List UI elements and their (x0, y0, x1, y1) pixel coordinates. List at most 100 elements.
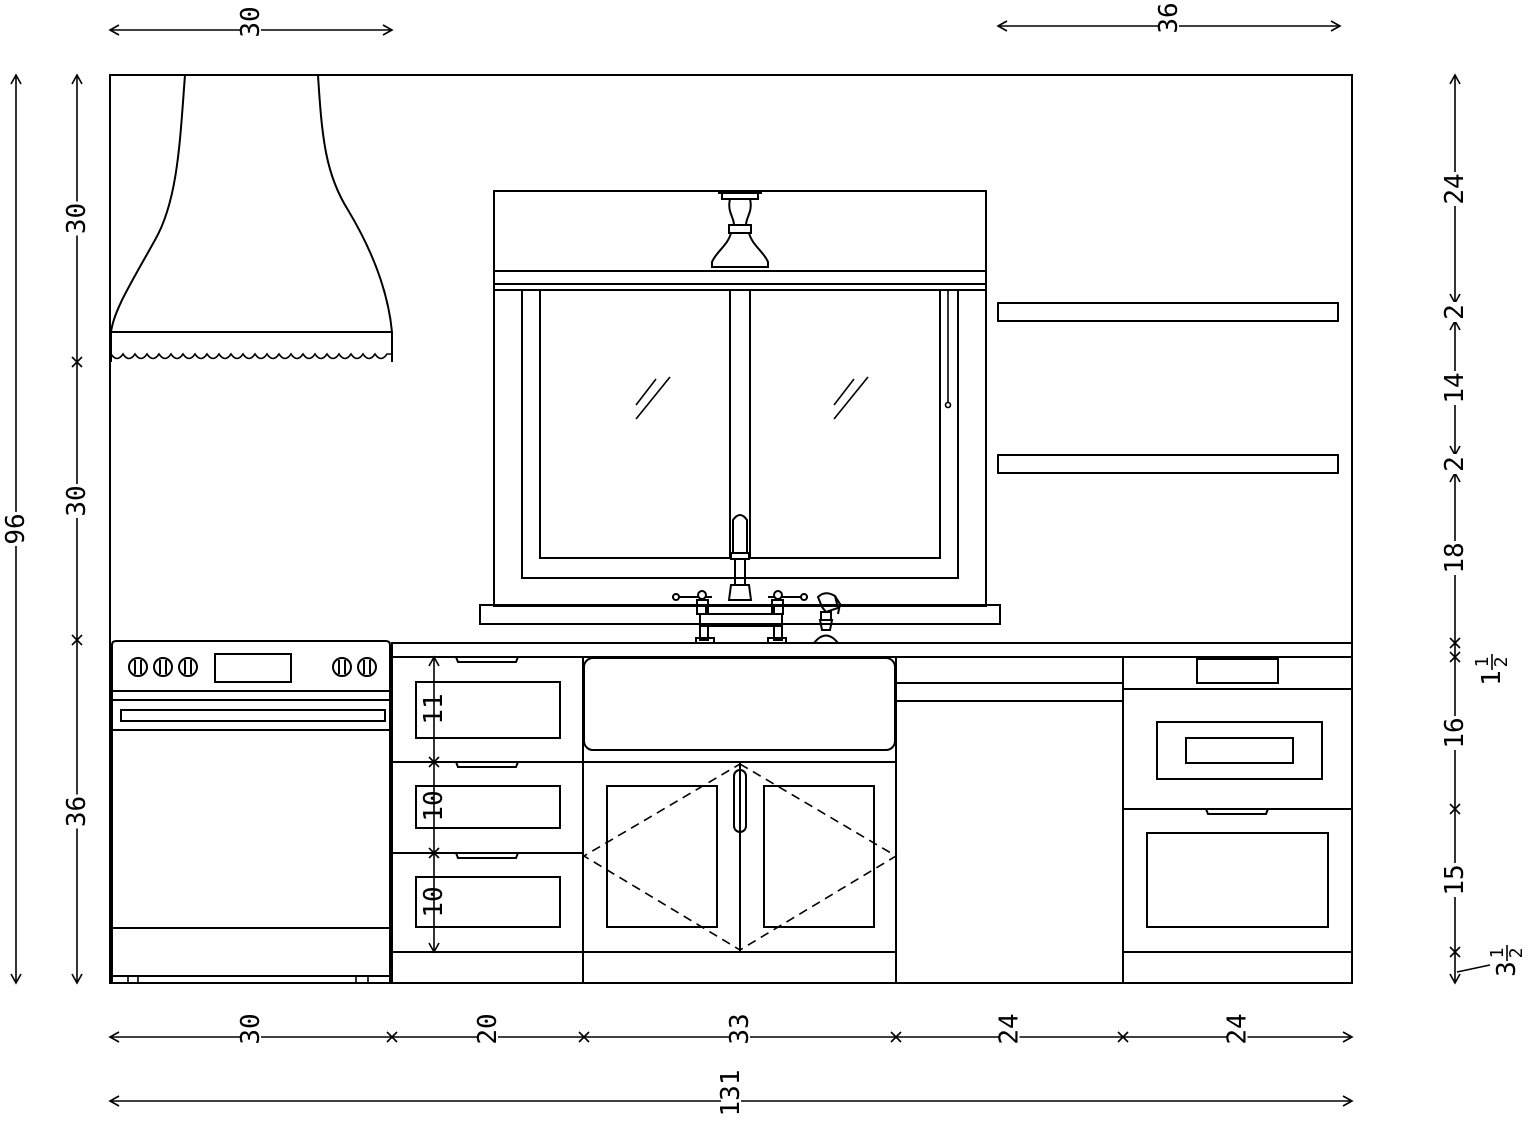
dim-top-left-top-left: 30 (236, 6, 266, 37)
dim-right-toe-whole: 3 (1492, 961, 1522, 977)
dim-right-counter-denominator: 2 (1491, 657, 1512, 668)
oven-handle (1205, 808, 1269, 815)
sink-door-right (763, 785, 875, 928)
dim-left-total-left-total: 96 (1, 513, 31, 544)
dim-bottom-bottom-dishwasher: 24 (995, 1013, 1025, 1044)
label-mask (62, 484, 92, 518)
dim-bottom-bottom-drawers: 20 (473, 1013, 503, 1044)
arrowhead (1449, 973, 1461, 985)
dim-right-toe-denominator: 2 (1506, 948, 1527, 959)
range-stove (111, 640, 391, 984)
dim-right-counter-whole: 1 (1477, 670, 1507, 686)
dim-right-counter: 112 (1472, 654, 1512, 686)
dim-right-shelf-a: 2 (1440, 304, 1470, 320)
leader-line (1456, 964, 1491, 973)
dim-right-upper-oven: 16 (1440, 717, 1470, 748)
dim-right-top: 24 (1440, 173, 1470, 204)
label-mask (1440, 371, 1470, 405)
label-mask (1440, 863, 1470, 897)
arrowhead (108, 24, 120, 36)
arrowhead (428, 942, 440, 954)
drawer-pull-2 (455, 761, 519, 768)
dim-drawer-1: 11 (419, 693, 449, 724)
label-mask (1440, 302, 1470, 322)
drawer-cabinet (391, 656, 584, 984)
dim-drawer-2: 10 (419, 790, 449, 821)
label-mask (999, 1022, 1020, 1052)
dim-right-shelf-b: 2 (1440, 456, 1470, 472)
dimension-tick (1449, 946, 1461, 958)
dim-right-gap-a: 14 (1440, 372, 1470, 403)
dim-left-left-lower: 36 (62, 796, 92, 827)
shelf-upper (997, 302, 1339, 322)
drawer-pull-3 (455, 852, 519, 859)
apron-sink (583, 657, 896, 751)
label-mask (730, 1022, 750, 1052)
oven-control-panel (1196, 658, 1279, 684)
label-mask (1159, 11, 1179, 41)
dim-right-lower-oven: 15 (1440, 864, 1470, 895)
label-mask (62, 794, 92, 829)
label-mask (478, 1022, 498, 1052)
drawer-pull-1 (455, 656, 519, 663)
dimension-tick (1449, 651, 1461, 663)
label-mask (721, 1086, 741, 1116)
label-mask (241, 1022, 261, 1052)
dishwasher (895, 656, 1124, 984)
dimension-tick (578, 1031, 590, 1043)
arrowhead (71, 973, 83, 985)
dim-drawer-3: 10 (419, 886, 449, 917)
arrowhead (996, 20, 1008, 32)
dim-right-gap-b: 18 (1440, 542, 1470, 573)
dimension-tick (1449, 637, 1461, 649)
arrowhead (382, 24, 394, 36)
dim-right-toe: 3 12 (1487, 945, 1527, 977)
label-mask (1440, 172, 1470, 206)
arrowhead (1330, 20, 1342, 32)
range-hood (110, 74, 393, 362)
sink-door-left (606, 785, 718, 928)
dimension-tick (71, 634, 83, 646)
microwave-window (1185, 737, 1294, 764)
drawer-front-2 (415, 785, 561, 829)
arrowhead (10, 73, 22, 85)
dim-bottom-bottom-sink: 33 (725, 1013, 755, 1044)
arrowhead (10, 973, 22, 985)
dimension-tick (890, 1031, 902, 1043)
sink-door-handle (733, 769, 747, 833)
dim-bottom-bottom-range: 30 (236, 1013, 266, 1044)
label-mask (241, 15, 261, 45)
wall-oven-window (1146, 832, 1329, 928)
dim-bottom-bottom-oven: 24 (1223, 1013, 1253, 1044)
dim-left-left-middle: 30 (62, 485, 92, 516)
dim-bottom-total-bottom-total: 131 (716, 1070, 746, 1117)
label-mask (1440, 716, 1470, 750)
range-knobs (128, 657, 377, 677)
dimension-tick (1117, 1031, 1129, 1043)
microwave (1156, 721, 1323, 780)
label-mask (1440, 541, 1470, 575)
dimension-tick (428, 756, 440, 768)
dim-left-left-upper: 30 (62, 203, 92, 234)
dimension-tick (428, 847, 440, 859)
oven-cabinet (1122, 656, 1353, 984)
arrowhead (71, 73, 83, 85)
dimension-tick (386, 1031, 398, 1043)
oven-door-handle (120, 709, 386, 722)
drawer-front-3 (415, 876, 561, 928)
pendant-light (711, 192, 769, 268)
shelf-lower (997, 454, 1339, 474)
label-mask (62, 201, 92, 236)
dim-top-right-top-right: 36 (1154, 2, 1184, 33)
side-sprayer (811, 592, 842, 644)
arrowhead (108, 1031, 120, 1043)
arrowhead (1342, 1031, 1354, 1043)
dimension-tick (71, 356, 83, 368)
sink-cabinet (582, 656, 898, 984)
faucet (672, 514, 808, 644)
dim-right-toe-numerator: 1 (1487, 948, 1508, 959)
label-mask (1227, 1022, 1248, 1052)
